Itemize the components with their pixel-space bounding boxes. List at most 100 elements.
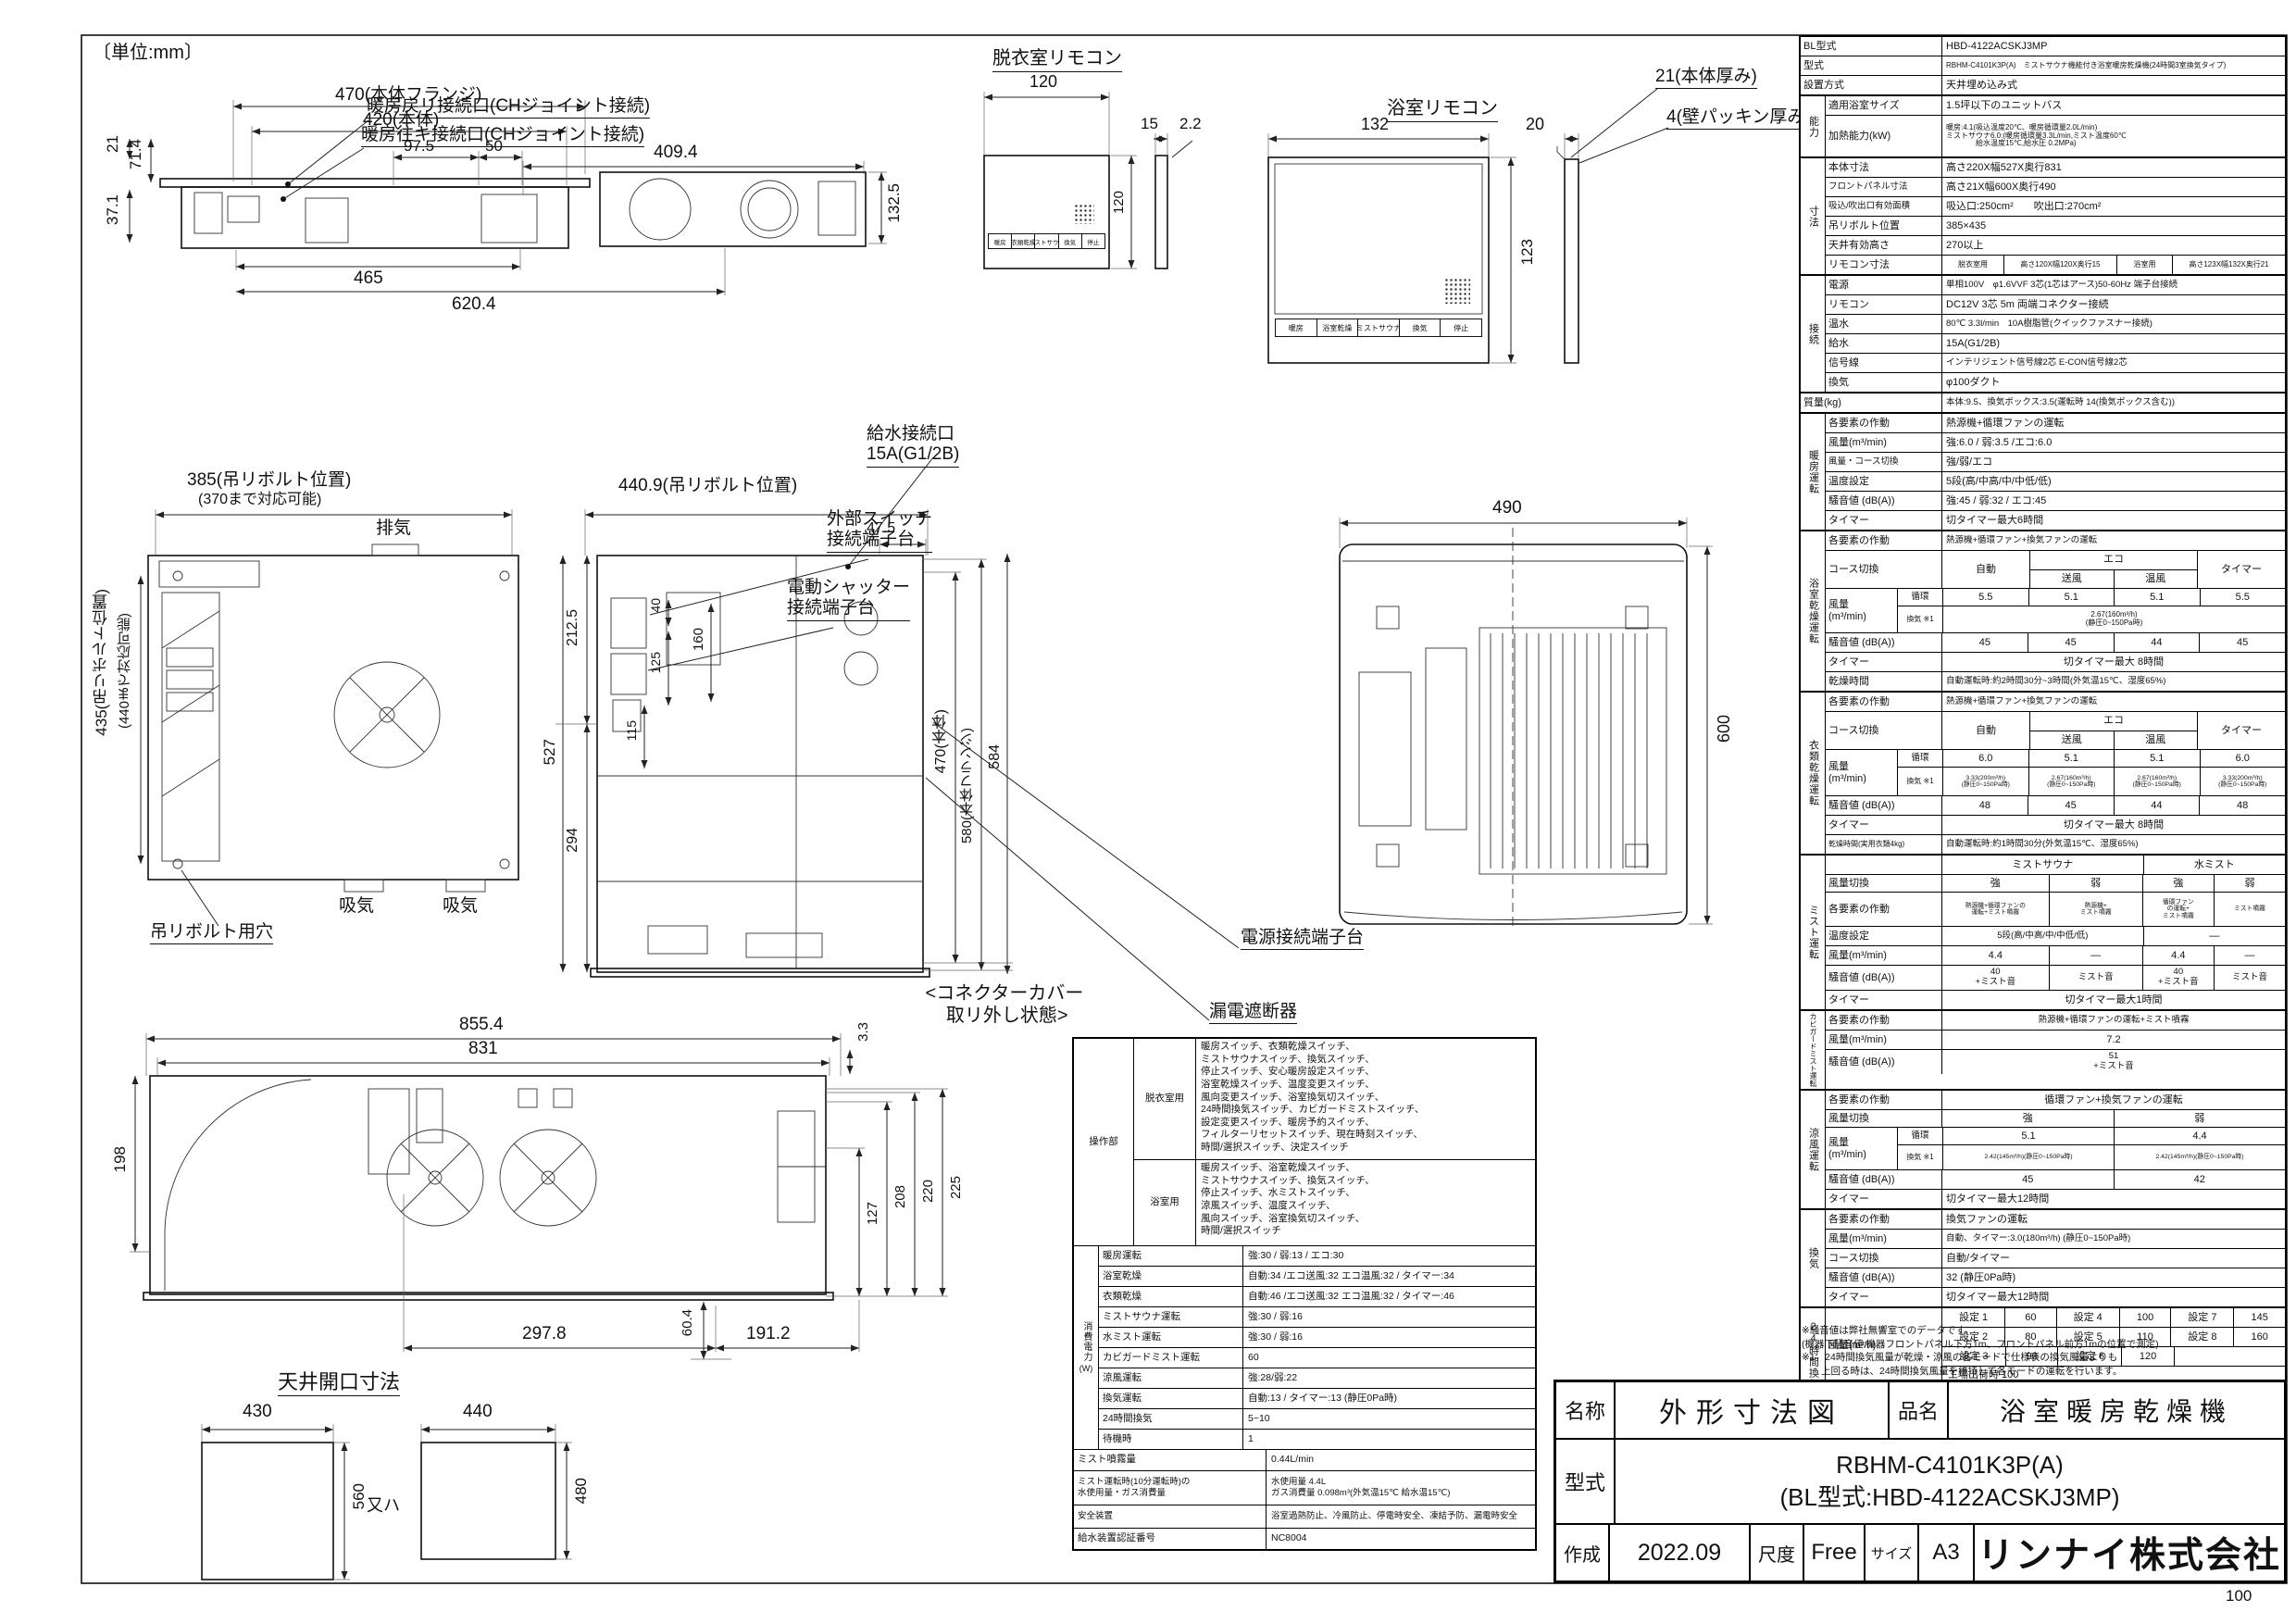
spec-row-label: 温度設定 bbox=[1826, 927, 1942, 945]
table-cell: 100 bbox=[2118, 1308, 2171, 1327]
spec-row-label: 騒音値 (dB(A)) bbox=[1826, 492, 1942, 510]
misc-row-value: 浴室過熱防止、冷風防止、停電時安全、凍結予防、漏電時安全 bbox=[1271, 1510, 1518, 1521]
spec-section: 浴室乾燥運転各要素の作動熱源機+循環ファン+換気ファンの運転コース切換自動エコ送… bbox=[1801, 530, 2285, 691]
spec-row-value: 強:6.0 / 弱:3.5 /エコ:6.0 bbox=[1946, 436, 2053, 448]
table-cell: 換気 ※1 bbox=[1906, 1152, 1934, 1161]
table-cell: タイマー bbox=[2197, 712, 2285, 749]
dim-remote-15: 15 bbox=[1141, 115, 1158, 132]
spec-row-value: RBHM-C4101K3P(A) ミストサウナ機能付き浴室暖房乾燥機(24時間3… bbox=[1946, 60, 2227, 69]
product-name: 浴室暖房乾燥機 bbox=[1999, 1397, 2233, 1426]
table-cell: 弱 bbox=[2213, 875, 2285, 892]
spec-row: 各要素の作動熱源機+循環ファンの運転+ミスト噴霧 bbox=[1826, 1011, 2285, 1030]
controls-power-table: 操作部脱衣室用暖房スイッチ、衣類乾燥スイッチ、 ミストサウナスイッチ、換気スイッ… bbox=[1072, 1037, 1537, 1551]
spec-group-label: 寸法 bbox=[1801, 158, 1826, 274]
table-cell: 自動 bbox=[1976, 724, 1996, 736]
table-cell: 45 bbox=[1978, 636, 1990, 648]
model-line-1: RBHM-C4101K3P(A) bbox=[1836, 1450, 2064, 1479]
table-cell: 送風 bbox=[2061, 572, 2082, 584]
label-intake-1: 吸気 bbox=[339, 896, 375, 916]
spec-row-value: 切タイマー最大 8時間 bbox=[2063, 818, 2165, 831]
bath-remote-buttons: 暖房浴室乾燥ミストサウナ換気停止 bbox=[1275, 319, 1482, 337]
table-cell: 水ミスト bbox=[2142, 856, 2285, 874]
spec-row-value: 自動、タイマー:3.0(180m³/h) (静圧0~150Pa時) bbox=[1946, 1232, 2131, 1243]
dim-132-5: 132.5 bbox=[885, 183, 903, 223]
controls-room-label: 脱衣室用 bbox=[1134, 1039, 1196, 1159]
spec-row-label: 風量(m³/min) bbox=[1826, 433, 1942, 452]
dim-490: 490 bbox=[1492, 498, 1522, 518]
misc-row: 安全装置浴室過熱防止、冷風防止、停電時安全、凍結予防、漏電時安全 bbox=[1074, 1505, 1535, 1528]
misc-row-value: 0.44L/min bbox=[1271, 1454, 1315, 1466]
spec-row-label: 各要素の作動 bbox=[1826, 1210, 1942, 1229]
spec-row-value: 51 +ミスト音 bbox=[2093, 1051, 2134, 1071]
spec-row-label: 各要素の作動 bbox=[1826, 693, 1942, 711]
remote-button: ミストサウナ bbox=[1357, 319, 1399, 336]
spec-row-value: 切タイマー最大6時間 bbox=[1946, 514, 2044, 526]
table-cell: 熱源機+循環ファンの 運転+ミスト噴霧 bbox=[1965, 902, 2026, 916]
table-cell: ― bbox=[2213, 946, 2285, 965]
spec-row-value: 天井埋め込み式 bbox=[1946, 79, 2017, 91]
spec-row-value: HBD-4122ACSKJ3MP bbox=[1946, 40, 2048, 52]
dim-37-1: 37.1 bbox=[104, 194, 121, 226]
table-cell: 4.4 bbox=[2141, 946, 2214, 965]
spec-row: コース切換自動/タイマー bbox=[1826, 1248, 2285, 1268]
spec-section: 質量(kg)本体:9.5、換気ボックス:3.5(運転時 14(換気ボックス含む)… bbox=[1801, 392, 2285, 412]
table-cell: 160 bbox=[2233, 1328, 2285, 1346]
controls-row: 脱衣室用暖房スイッチ、衣類乾燥スイッチ、 ミストサウナスイッチ、換気スイッチ、 … bbox=[1134, 1039, 1535, 1159]
power-row-label: 暖房運転 bbox=[1099, 1246, 1243, 1266]
power-row-value: 強:30 / 弱:13 / エコ:30 bbox=[1248, 1249, 1344, 1261]
spec-row-value: 強:45 / 弱:32 / エコ:45 bbox=[1946, 494, 2047, 506]
spec-row: コース切換自動エコ送風温風タイマー bbox=[1826, 711, 2285, 749]
table-cell: ミストサウナ bbox=[2012, 858, 2074, 870]
dim-294: 294 bbox=[565, 828, 580, 853]
spec-row: 乾燥時間自動運転時:約2時間30分~3時間(外気温15℃、湿度65%) bbox=[1826, 671, 2285, 691]
table-cell: 45 bbox=[2027, 633, 2114, 652]
table-cell: 循環ファン の運転+ ミスト噴霧 bbox=[2141, 893, 2214, 926]
spec-row: 各要素の作動熱源機+循環ファンの 運転+ミスト噴霧熱源機+ ミスト噴霧循環ファン… bbox=[1826, 892, 2285, 926]
power-row: 換気運転自動:13 / タイマー:13 (静圧0Pa時) bbox=[1099, 1388, 1535, 1408]
table-cell: タイマー bbox=[2197, 551, 2285, 588]
dim-620-4: 620.4 bbox=[452, 294, 496, 314]
table-cell: ミスト噴霧 bbox=[2213, 893, 2285, 926]
spec-row-value: 7.2 bbox=[2106, 1033, 2121, 1045]
table-cell: ― bbox=[2142, 927, 2285, 945]
table-cell: 送風 bbox=[2061, 733, 2082, 745]
spec-row-label: 本体寸法 bbox=[1826, 158, 1942, 177]
table-cell: 脱衣室用 bbox=[1957, 259, 1988, 269]
spec-group-label: カビガードミスト運転 bbox=[1801, 1011, 1826, 1089]
power-row-value: 強:30 / 弱:16 bbox=[1248, 1330, 1303, 1343]
spec-row: 騒音値 (dB(A))51 +ミスト音 bbox=[1826, 1049, 2285, 1074]
remote-button: 換気 bbox=[1057, 234, 1081, 248]
note-line: ※騒音値は弊社無響室でのデータです。 bbox=[1802, 1325, 1975, 1336]
table-cell: 40 +ミスト音 bbox=[2141, 966, 2214, 990]
table-cell: 2.67(160m³/h) (静圧0~150Pa時) bbox=[2028, 768, 2115, 795]
spec-row-label: リモコン bbox=[1826, 295, 1942, 314]
scale-label: 尺度 bbox=[1751, 1525, 1804, 1580]
remote-button: 停止 bbox=[1440, 319, 1481, 336]
controls-switch-list: 暖房スイッチ、衣類乾燥スイッチ、 ミストサウナスイッチ、換気スイッチ、 停止スイ… bbox=[1201, 1041, 1425, 1154]
power-group-label: 消費電力(W) bbox=[1074, 1246, 1099, 1449]
model-label: 型式 bbox=[1556, 1440, 1616, 1523]
table-cell: 強 bbox=[2022, 1112, 2033, 1124]
table-cell: 高さ123X幅132X奥行21 bbox=[2172, 256, 2285, 274]
table-cell: 弱 bbox=[2113, 1110, 2286, 1127]
remote-button: 暖房 bbox=[993, 239, 1006, 246]
power-row-label: 水ミスト運転 bbox=[1099, 1328, 1243, 1347]
table-cell: 44 bbox=[2113, 633, 2200, 652]
dim-40: 40 bbox=[648, 598, 663, 613]
spec-row: 加熱能力(kW)暖房:4.1(吸込温度20℃、暖房循環量2.0L/min) ミス… bbox=[1826, 115, 2285, 156]
spec-row-label: コース切換 bbox=[1826, 1249, 1942, 1268]
spec-section: 接続電源単相100V φ1.6VVF 3芯(1芯はアース)50-60Hz 端子台… bbox=[1801, 274, 2285, 392]
remote-button: 衣類乾燥 bbox=[1011, 234, 1034, 248]
spec-row: 設置方式天井埋め込み式 bbox=[1801, 75, 2285, 94]
